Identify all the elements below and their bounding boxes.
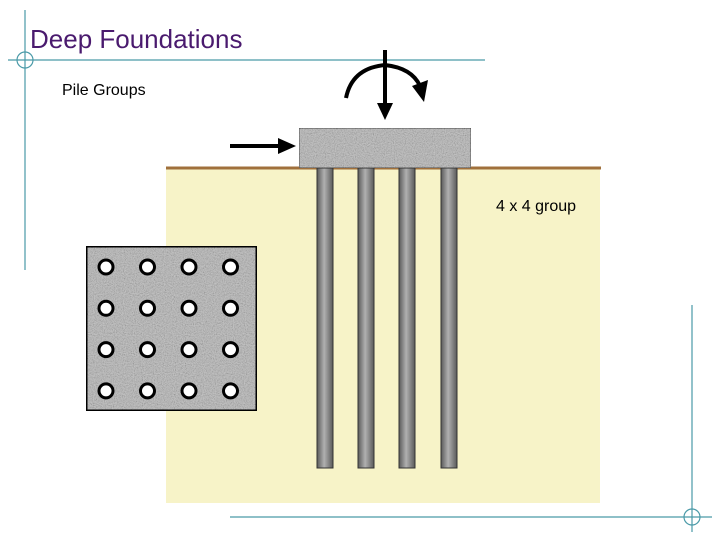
plan-pile bbox=[97, 258, 115, 276]
pile-elevation bbox=[316, 167, 458, 469]
plan-pile bbox=[97, 382, 115, 400]
page-title: Deep Foundations bbox=[30, 24, 243, 54]
pile-2 bbox=[357, 167, 375, 469]
right-arrow-icon bbox=[230, 138, 296, 154]
pile-1 bbox=[316, 167, 334, 469]
frame-lines bbox=[8, 10, 712, 532]
slide-subtitle: Pile Groups bbox=[62, 82, 146, 99]
plan-pile bbox=[222, 382, 239, 400]
plan-piles bbox=[97, 258, 239, 400]
plan-pile bbox=[180, 258, 198, 276]
plan-pile bbox=[97, 299, 115, 317]
group-label: 4 x 4 group bbox=[496, 198, 577, 215]
curved-moment-arrow-icon bbox=[344, 62, 428, 102]
down-arrow-icon bbox=[377, 50, 393, 120]
plan-pile bbox=[222, 341, 239, 359]
plan-pile bbox=[222, 299, 239, 317]
plan-pile bbox=[222, 258, 239, 276]
pile-cap bbox=[298, 127, 472, 169]
bottom-right-crosshair bbox=[683, 508, 701, 526]
plan-pile bbox=[180, 299, 198, 317]
plan-pile bbox=[180, 382, 198, 400]
plan-pile bbox=[97, 341, 115, 359]
pile-4 bbox=[440, 167, 458, 469]
plan-pile bbox=[139, 382, 156, 400]
top-left-crosshair bbox=[16, 51, 34, 69]
pile-3 bbox=[398, 167, 416, 469]
plan-pile bbox=[139, 258, 156, 276]
plan-pile bbox=[139, 299, 156, 317]
pile-group-plan bbox=[84, 244, 259, 413]
plan-pile bbox=[180, 341, 198, 359]
plan-pile bbox=[139, 341, 156, 359]
